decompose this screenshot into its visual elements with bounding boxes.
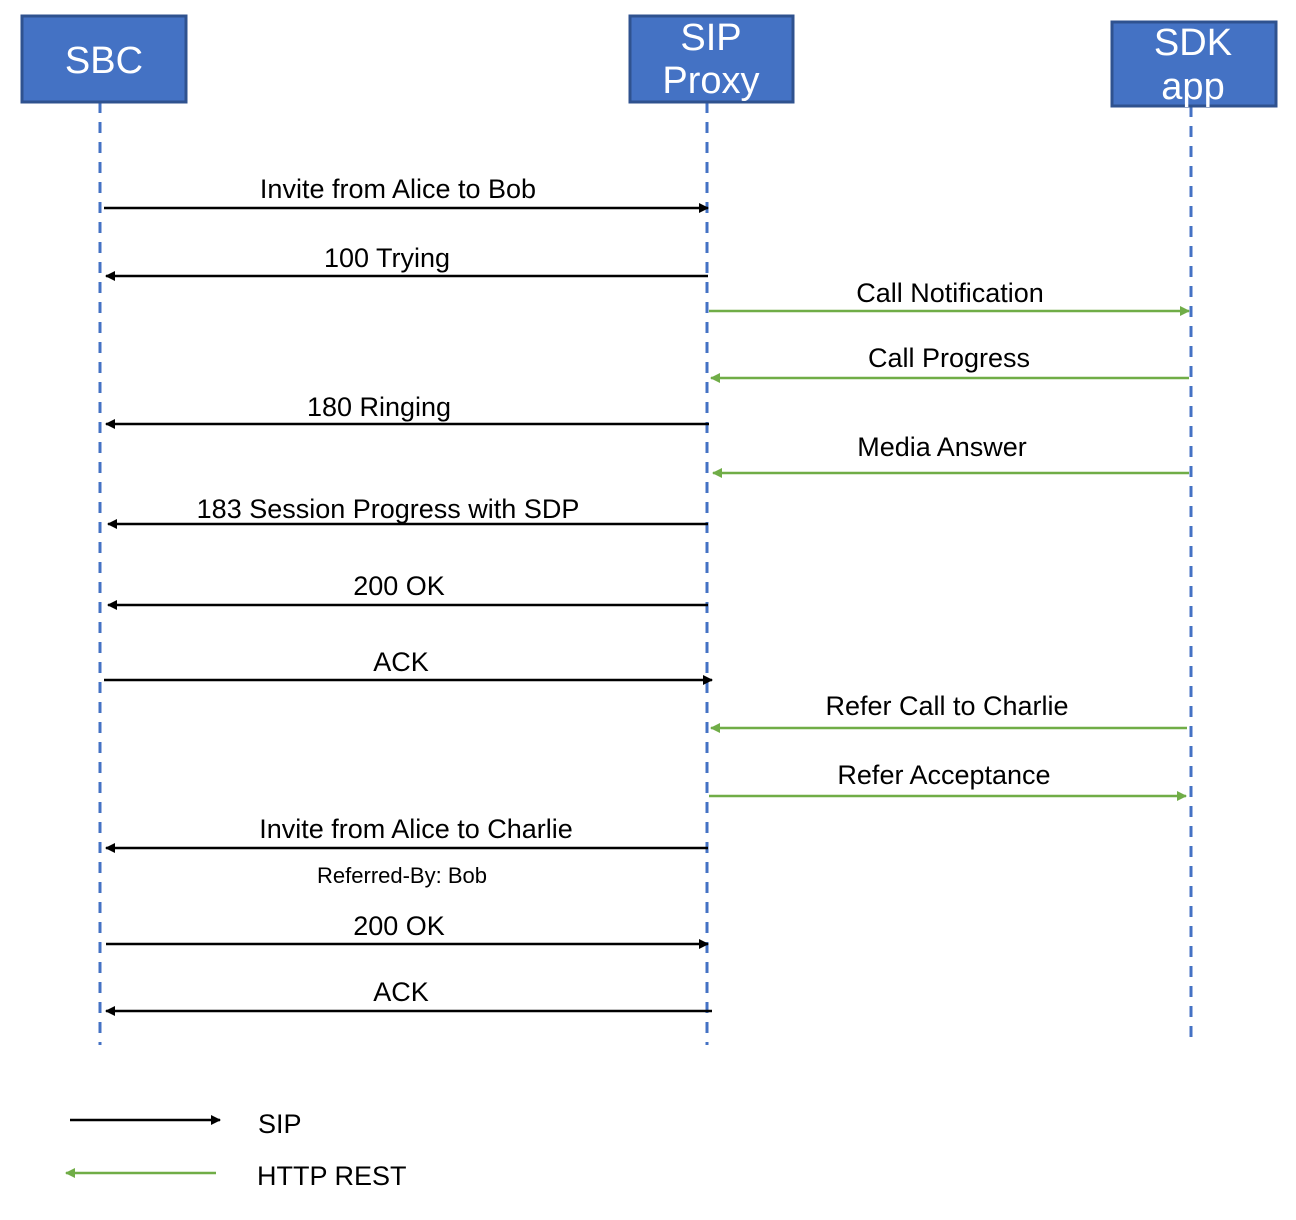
participant-label-sip-proxy-line2: Proxy [662,60,759,102]
message-label-invite-alice-to-bob: Invite from Alice to Bob [260,174,536,204]
legend: SIP HTTP REST [65,1109,407,1191]
message-label-ack-2: ACK [373,977,429,1007]
message-sublabel-referred-by: Referred-By: Bob [317,863,487,888]
participant-sbc: SBC [20,14,188,104]
participant-label-sdk-app-line2: app [1161,66,1224,108]
legend-sip-label: SIP [258,1109,302,1139]
participant-label-sip-proxy-line1: SIP [680,17,741,59]
message-label-100-trying: 100 Trying [324,243,450,273]
message-label-refer-acceptance: Refer Acceptance [837,760,1050,790]
participant-sip-proxy: SIP Proxy [628,14,795,104]
lifelines [98,102,1193,1045]
participant-box-sdk-app [1110,20,1278,108]
message-label-invite-alice-to-charlie: Invite from Alice to Charlie [259,814,573,844]
participant-box-sbc [20,14,188,104]
message-label-180-ringing: 180 Ringing [307,392,451,422]
message-label-refer-call-to-charlie: Refer Call to Charlie [825,691,1068,721]
participant-sdk-app: SDK app [1110,20,1278,108]
messages: Invite from Alice to Bob 100 Trying Call… [104,174,1190,1016]
message-label-call-progress: Call Progress [868,343,1030,373]
message-label-call-notification: Call Notification [856,278,1044,308]
participant-label-sbc: SBC [65,40,143,82]
legend-http-label: HTTP REST [257,1161,407,1191]
message-label-ack: ACK [373,647,429,677]
participant-box-sip-proxy [628,14,795,104]
message-label-200-ok-2: 200 OK [353,911,445,941]
participant-label-sdk-app-line1: SDK [1154,22,1232,64]
message-label-183-session-progress: 183 Session Progress with SDP [197,494,580,524]
message-label-media-answer: Media Answer [857,432,1027,462]
message-label-200-ok: 200 OK [353,571,445,601]
